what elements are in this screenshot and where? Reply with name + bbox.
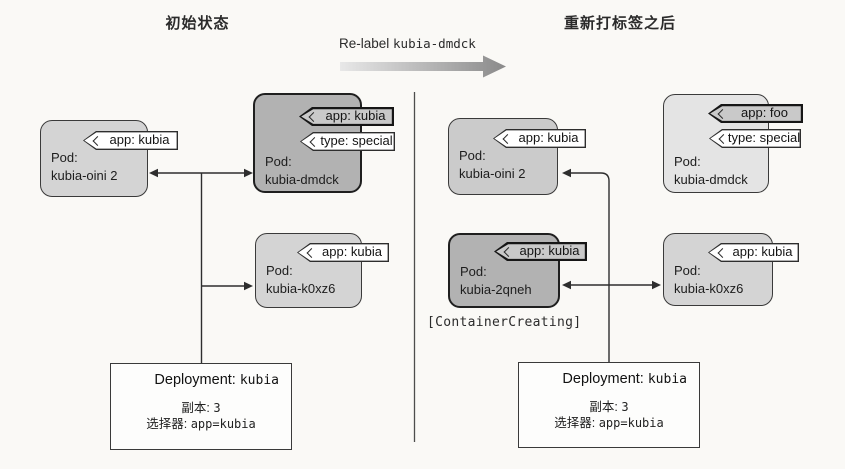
tag-label: type: special: [727, 130, 801, 145]
pod-name: kubia-oini 2: [51, 167, 118, 183]
tag-fill: [298, 244, 388, 261]
tag-fill: [710, 130, 800, 147]
pod-name: kubia-oini 2: [459, 165, 526, 181]
label-tag: app: kubia: [493, 129, 586, 148]
pod-kubia-oini-2-left: app: kubia Pod: kubia-oini 2: [40, 120, 178, 197]
tag-label: app: kubia: [519, 243, 580, 258]
pod-name: kubia-dmdck: [674, 171, 748, 187]
pod-kubia-k0xz6-left: app: kubia Pod: kubia-k0xz6: [255, 233, 389, 308]
tag-label: app: kubia: [325, 108, 386, 123]
pod-status-containercreating: [ContainerCreating]: [427, 315, 582, 330]
tag-label: app: kubia: [322, 244, 382, 259]
tag-fill: [301, 133, 394, 150]
tag-label: type: special: [320, 133, 393, 148]
deployment-colon: :: [639, 371, 648, 387]
tag-label: app: kubia: [518, 130, 579, 145]
deployment-box-right: Deployment: kubia 副本: 3 选择器: app=kubia: [518, 362, 700, 448]
tag-fill: [301, 109, 392, 124]
pod-kubia-k0xz6-right: app: kubia Pod: kubia-k0xz6: [663, 233, 799, 306]
tag-fill: [710, 106, 801, 121]
label-tag: app: kubia: [494, 242, 587, 261]
pod-kubia-oini-2-right: app: kubia Pod: kubia-oini 2: [448, 118, 586, 195]
label-tag: app: foo: [708, 104, 803, 123]
tag-fill: [496, 244, 585, 259]
pod-name: kubia-dmdck: [265, 171, 339, 187]
pod-kind: Pod:: [266, 263, 293, 278]
deployment-name: kubia: [647, 372, 687, 387]
deployment-colon: :: [231, 372, 240, 388]
deployment-kind: Deployment: [154, 372, 232, 388]
tag-fill: [709, 244, 798, 261]
tag-fill: [494, 130, 585, 147]
tag-label: app: kubia: [109, 132, 170, 147]
replicas-value: 3: [621, 400, 629, 414]
relabel-prefix: Re-label: [339, 36, 394, 51]
pod-kind: Pod:: [459, 148, 486, 163]
label-tag: type: special: [300, 132, 395, 151]
label-tag: app: kubia: [299, 107, 394, 126]
pod-kind: Pod:: [51, 150, 78, 165]
panel-title-after: 重新打标签之后: [563, 15, 676, 32]
deployment-name: kubia: [239, 373, 279, 388]
label-tag: app: kubia: [83, 131, 178, 150]
pod-kind: Pod:: [674, 154, 701, 169]
relabel-pod-name: kubia-dmdck: [393, 36, 476, 51]
replicas-value: 3: [213, 401, 221, 415]
panel-title-initial: 初始状态: [165, 15, 230, 32]
deployment-kind: Deployment: [562, 371, 640, 387]
pod-name: kubia-k0xz6: [674, 280, 744, 296]
replicas-label: 副本:: [589, 400, 622, 414]
label-tag: app: kubia: [297, 243, 389, 262]
selector-value: app=kubia: [190, 417, 256, 431]
pod-kind: Pod:: [265, 154, 292, 169]
pod-name: kubia-k0xz6: [266, 280, 336, 296]
tag-fill: [84, 132, 177, 149]
deployment-box-left: Deployment: kubia 副本: 3 选择器: app=kubia: [110, 363, 292, 450]
selector-label: 选择器:: [146, 417, 191, 431]
selector-label: 选择器:: [554, 416, 599, 430]
pod-kubia-dmdck-left: app: kubia type: special Pod: kubia-dmdc…: [253, 93, 395, 193]
relabel-arrow: [340, 55, 506, 78]
pod-kubia-dmdck-right: app: foo type: special Pod: kubia-dmdck: [663, 94, 803, 193]
pod-kubia-2qneh-right: app: kubia Pod: kubia-2qneh: [448, 233, 587, 308]
replicas-label: 副本:: [181, 401, 214, 415]
tag-label: app: kubia: [732, 244, 793, 259]
relabel-label: Re-label kubia-dmdck: [339, 36, 476, 51]
label-tag: app: kubia: [708, 243, 799, 262]
tag-label: app: foo: [741, 105, 788, 120]
pod-name: kubia-2qneh: [460, 281, 532, 297]
pod-kind: Pod:: [460, 264, 487, 279]
label-tag: type: special: [709, 129, 801, 148]
selector-value: app=kubia: [598, 416, 664, 430]
pod-kind: Pod:: [674, 263, 701, 278]
